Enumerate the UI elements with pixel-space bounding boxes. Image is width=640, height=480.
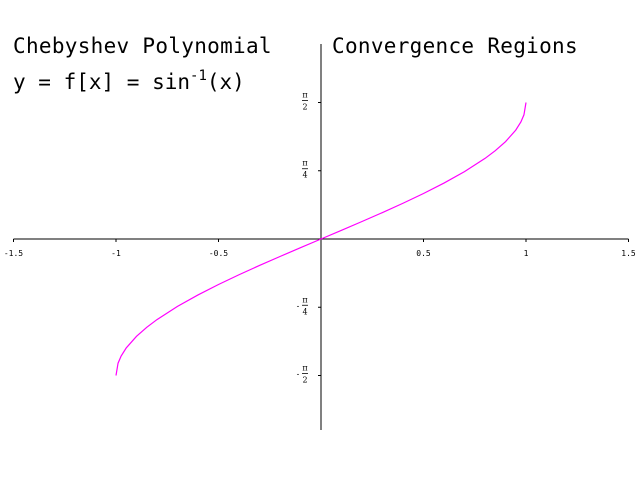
x-tick-label: 1: [524, 249, 529, 258]
chart-title-left: Chebyshev Polynomial: [13, 34, 272, 58]
x-tick-label: -1.5: [4, 249, 23, 258]
x-tick-label: 0.5: [416, 249, 431, 258]
y-tick-label-denominator: 2: [302, 102, 307, 111]
y-tick-label-denominator: 2: [302, 376, 307, 385]
formula-exponent: -1: [190, 68, 207, 84]
x-tick-label: -0.5: [209, 249, 228, 258]
x-tick-label: 1.5: [621, 249, 636, 258]
y-tick-label-numerator: π: [302, 90, 307, 99]
y-tick-label: π 4-: [297, 295, 308, 316]
chart-title-right: Convergence Regions: [332, 34, 578, 58]
y-tick-label-numerator: π: [302, 159, 307, 168]
y-tick-label-sign: -: [297, 370, 300, 379]
y-tick-label-denominator: 4: [302, 307, 307, 316]
x-tick-label: -1: [111, 249, 121, 258]
formula-argument: (x): [206, 70, 245, 94]
formula-prefix: y = f[x] =: [13, 70, 153, 94]
y-tick-label: π2: [302, 90, 308, 111]
y-tick-label-sign: -: [297, 301, 300, 310]
y-tick-label-numerator: π: [302, 295, 307, 304]
y-tick-label-numerator: π: [302, 364, 307, 373]
formula-label: y = f[x] = sin-1(x): [13, 68, 245, 94]
y-tick-label: π 2-: [297, 364, 308, 385]
formula-func: sin: [152, 70, 191, 94]
y-tick-label-denominator: 4: [302, 171, 307, 180]
series-line: [115, 102, 527, 376]
y-tick-label: π4: [302, 159, 308, 180]
